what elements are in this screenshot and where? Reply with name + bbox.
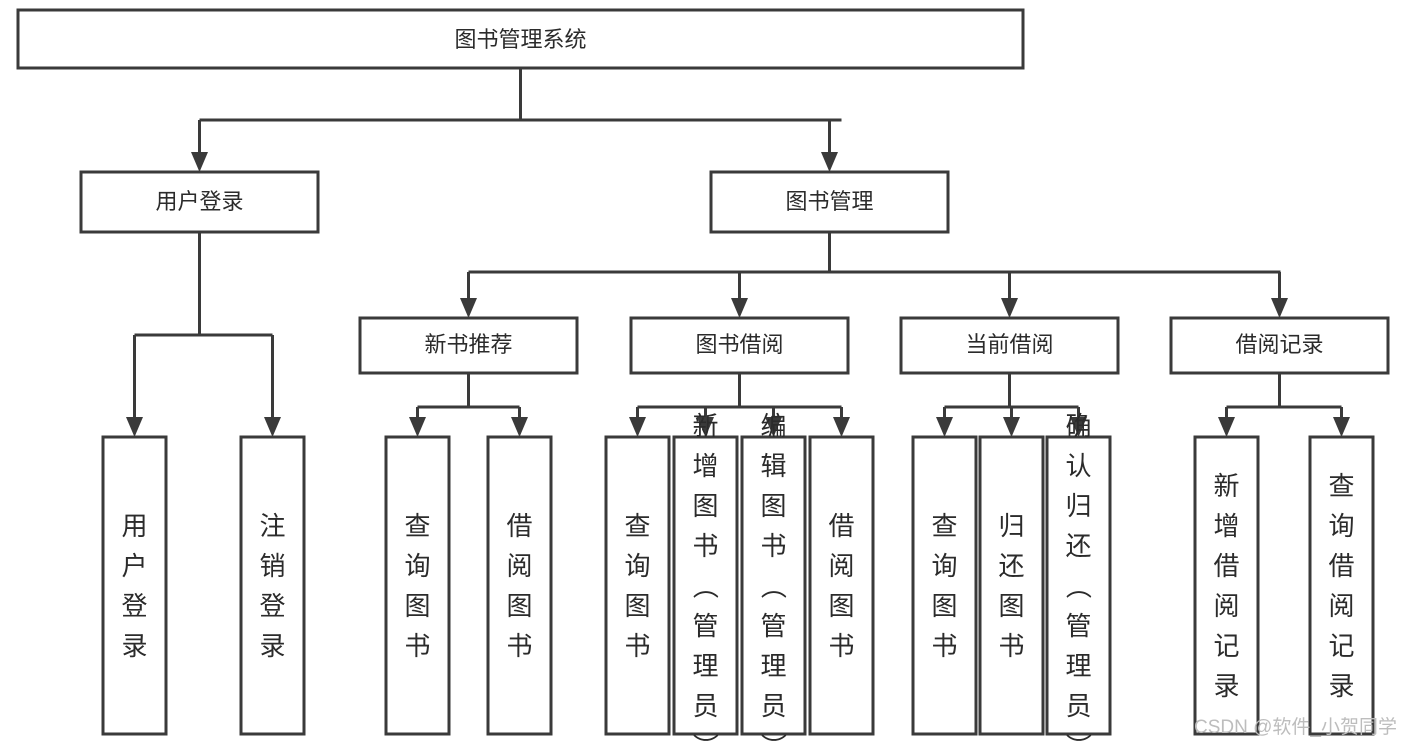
leaf-box-br-add-record[interactable] xyxy=(1193,435,1260,736)
leaf-box-bb-borrow-book[interactable] xyxy=(808,435,875,736)
arrow-head-borrow-record xyxy=(1271,298,1288,318)
arrow-head-bb-leaf4 xyxy=(833,417,850,437)
leaf-box-bb-query-book[interactable] xyxy=(604,435,671,736)
arrow-head-cb-leaf2 xyxy=(1003,417,1020,437)
node-book-management-box[interactable] xyxy=(709,170,950,234)
node-current-borrow-label: 当前借阅 xyxy=(965,332,1053,357)
node-user-login-box[interactable] xyxy=(79,170,320,234)
node-borrow-record-label: 借阅记录 xyxy=(1235,332,1323,357)
arrow-head-user-login xyxy=(191,152,208,172)
leaf-box-br-query-record[interactable] xyxy=(1308,435,1375,736)
node-book-borrow-box[interactable] xyxy=(629,316,850,375)
arrow-head-cb-leaf3 xyxy=(1070,417,1087,437)
arrow-head-br-leaf2 xyxy=(1333,417,1350,437)
node-new-book-recommend-box[interactable] xyxy=(358,316,579,375)
arrow-head-book-mgmt xyxy=(821,152,838,172)
watermark-label: CSDN @软件_小贺同学 xyxy=(1194,716,1397,738)
node-borrow-record[interactable]: 借阅记录 xyxy=(1169,316,1390,375)
node-root[interactable]: 图书管理系统 xyxy=(16,8,1025,70)
leaf-box-cb-confirm-return[interactable] xyxy=(1045,435,1112,736)
node-user-login[interactable]: 用户登录 xyxy=(79,170,320,234)
node-borrow-record-box[interactable] xyxy=(1169,316,1390,375)
leaf-box-bb-edit-book[interactable] xyxy=(740,435,807,736)
arrow-head-current-borrow xyxy=(1001,298,1018,318)
arrow-head-nb-leaf2 xyxy=(511,417,528,437)
arrow-head-bb-leaf3 xyxy=(765,417,782,437)
node-current-borrow-box[interactable] xyxy=(899,316,1120,375)
node-current-borrow[interactable]: 当前借阅 xyxy=(899,316,1120,375)
arrow-head-cb-leaf1 xyxy=(936,417,953,437)
leaf-box-cb-query-book[interactable] xyxy=(911,435,978,736)
arrow-head-book-borrow xyxy=(731,298,748,318)
arrow-head-leaf-logout xyxy=(264,417,281,437)
node-book-management[interactable]: 图书管理 xyxy=(709,170,950,234)
node-book-borrow[interactable]: 图书借阅 xyxy=(629,316,850,375)
arrow-head-leaf-user-login xyxy=(126,417,143,437)
leaf-box-nb-borrow-book[interactable] xyxy=(486,435,553,736)
node-new-book-recommend-label: 新书推荐 xyxy=(424,332,512,357)
arrow-head-new-book xyxy=(460,298,477,318)
node-user-login-label: 用户登录 xyxy=(155,189,243,214)
connector-layer xyxy=(126,68,1350,437)
node-book-borrow-label: 图书借阅 xyxy=(695,332,783,357)
leaf-box-bb-add-book[interactable] xyxy=(672,435,739,736)
leaf-box-layer xyxy=(101,435,1375,736)
leaf-box-nb-query-book[interactable] xyxy=(384,435,451,736)
arrow-head-nb-leaf1 xyxy=(409,417,426,437)
arrow-head-br-leaf1 xyxy=(1218,417,1235,437)
arrow-head-bb-leaf2 xyxy=(697,417,714,437)
node-root-box[interactable] xyxy=(16,8,1025,70)
leaf-box-user-login[interactable] xyxy=(101,435,168,736)
node-new-book-recommend[interactable]: 新书推荐 xyxy=(358,316,579,375)
arrow-head-bb-leaf1 xyxy=(629,417,646,437)
node-book-management-label: 图书管理 xyxy=(785,189,873,214)
node-root-label: 图书管理系统 xyxy=(454,27,586,52)
leaf-box-logout[interactable] xyxy=(239,435,306,736)
leaf-box-cb-return-book[interactable] xyxy=(978,435,1045,736)
